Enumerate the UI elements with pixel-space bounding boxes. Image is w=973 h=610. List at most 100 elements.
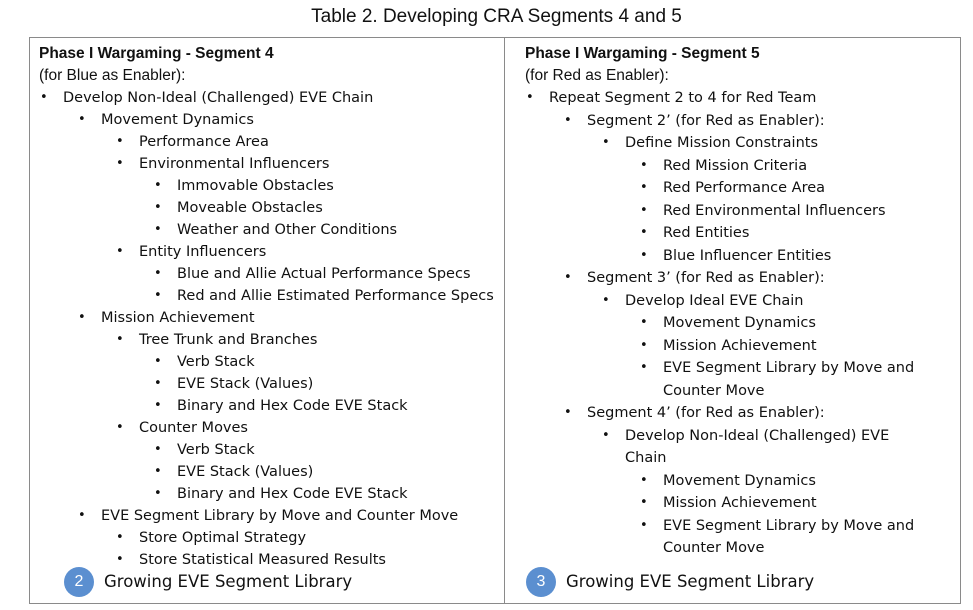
list-item-text: EVE Stack (Values): [177, 464, 314, 480]
list-item: •Develop Ideal EVE Chain: [525, 290, 960, 313]
list-item: •Mission Achievement: [525, 335, 960, 358]
list-item: •Red Entities: [525, 222, 960, 245]
bullet-icon: •: [640, 315, 648, 330]
bullet-icon: •: [640, 337, 648, 353]
bullet-icon: •: [564, 405, 572, 420]
list-item: •Entity Influencers: [39, 241, 504, 263]
list-item-text: Define Mission Constraints: [625, 135, 819, 151]
table-caption: Table 2. Developing CRA Segments 4 and 5: [311, 6, 682, 27]
list-item-text: Segment 2’ (for Red as Enabler):: [587, 112, 825, 129]
list-item-text: Segment 3’ (for Red as Enabler):: [587, 270, 825, 286]
list-item: • Binary and Hex Code EVE Stack: [39, 483, 504, 505]
list-item-text: Movement Dynamics: [101, 112, 254, 128]
bullet-icon: •: [564, 112, 572, 128]
list-item-text: Verb Stack: [177, 354, 255, 370]
bullet-icon: •: [154, 200, 162, 215]
bullet-icon: •: [154, 266, 162, 281]
list-item: •Blue Influencer Entities: [525, 245, 960, 268]
segments-table: Phase I Wargaming - Segment 4 (for Blue …: [29, 37, 961, 604]
list-item-text: Movement Dynamics: [663, 472, 816, 489]
list-item: • Verb Stack: [39, 439, 504, 461]
list-item: • Store Statistical Measured Results: [39, 549, 504, 571]
list-item-text: Performance Area: [139, 134, 269, 150]
list-item-text: Mission Achievement: [663, 495, 817, 511]
segment-4-footer: 2 Growing EVE Segment Library: [64, 567, 352, 597]
bullet-icon: •: [78, 310, 86, 325]
list-item-text: Movement Dynamics: [663, 315, 816, 331]
list-item: • Red Mission Criteria: [525, 155, 960, 178]
bullet-icon: •: [116, 244, 124, 259]
list-item: • Segment 4’ (for Red as Enabler):: [525, 402, 960, 425]
list-item-text: Environmental Influencers: [139, 156, 330, 172]
list-item: • Segment 3’ (for Red as Enabler):: [525, 267, 960, 290]
list-item: • Red Performance Area: [525, 177, 960, 200]
list-item-text: Binary and Hex Code EVE Stack: [177, 486, 408, 502]
list-item-text: Weather and Other Conditions: [177, 222, 398, 238]
bullet-icon: •: [640, 180, 648, 195]
bullet-icon: •: [154, 442, 162, 457]
bullet-icon: •: [154, 222, 162, 237]
bullet-icon: •: [116, 530, 124, 545]
step-number-badge: 2: [64, 567, 94, 597]
list-item-text: EVE Segment Library by Move and Counter …: [101, 508, 459, 524]
list-item-text: Red Mission Criteria: [663, 157, 808, 174]
list-item: • Movement Dynamics: [525, 470, 960, 493]
list-item-text: Binary and Hex Code EVE Stack: [177, 398, 408, 414]
list-item: •Tree Trunk and Branches: [39, 329, 504, 351]
bullet-icon: •: [640, 247, 648, 263]
bullet-icon: •: [116, 552, 124, 567]
list-item: •EVE Stack (Values): [39, 461, 504, 483]
bullet-icon: •: [154, 486, 162, 501]
bullet-icon: •: [116, 420, 124, 435]
list-item-text: Store Statistical Measured Results: [139, 552, 386, 568]
bullet-icon: •: [640, 225, 648, 240]
list-item: • EVE Segment Library by Move and Counter…: [525, 357, 960, 402]
list-item-text: EVE Segment Library by Move and Counter …: [663, 517, 915, 557]
bullet-icon: •: [78, 112, 86, 127]
segment-4-list: • Develop Non-Ideal (Challenged) EVE Chai…: [39, 87, 504, 571]
list-item-text: Repeat Segment 2 to 4 for Red Team: [549, 90, 817, 106]
list-item-text: Segment 4’ (for Red as Enabler):: [587, 405, 825, 421]
list-item-text: Moveable Obstacles: [177, 200, 323, 216]
list-item-text: Red Performance Area: [663, 180, 826, 196]
step-number-badge: 3: [526, 567, 556, 597]
segment-5-column: Phase I Wargaming - Segment 5 (for Red a…: [505, 38, 960, 603]
bullet-icon: •: [640, 360, 648, 375]
list-item-text: Store Optimal Strategy: [139, 530, 307, 546]
list-item-text: Mission Achievement: [101, 310, 255, 326]
bullet-icon: •: [602, 292, 610, 308]
bullet-icon: •: [640, 157, 648, 173]
bullet-icon: •: [564, 270, 572, 285]
list-item-text: Verb Stack: [177, 442, 255, 458]
bullet-icon: •: [154, 288, 162, 303]
segment-5-heading: Phase I Wargaming - Segment 5: [525, 45, 760, 62]
list-item-text: Red and Allie Estimated Performance Spec…: [177, 288, 494, 304]
list-item: • Movement Dynamics: [39, 109, 504, 131]
bullet-icon: •: [116, 156, 124, 171]
list-item: • Mission Achievement: [39, 307, 504, 329]
bullet-icon: •: [116, 332, 124, 347]
list-item: • Red and Allie Estimated Performance Spe…: [39, 285, 504, 307]
list-item: • Performance Area: [39, 131, 504, 153]
list-item: • Store Optimal Strategy: [39, 527, 504, 549]
list-item-text: Immovable Obstacles: [177, 178, 334, 194]
list-item: •Verb Stack: [39, 351, 504, 373]
bullet-icon: •: [154, 398, 162, 413]
bullet-icon: •: [602, 135, 610, 150]
bullet-icon: •: [526, 90, 534, 105]
list-item-text: EVE Segment Library by Move and Counter …: [663, 360, 915, 399]
bullet-icon: •: [640, 495, 648, 510]
bullet-icon: •: [78, 508, 86, 523]
list-item-text: EVE Stack (Values): [177, 376, 314, 392]
bullet-icon: •: [154, 376, 162, 391]
bullet-icon: •: [640, 472, 648, 488]
list-item-text: Develop Non-Ideal (Challenged) EVE Chain: [63, 90, 374, 106]
bullet-icon: •: [40, 90, 48, 105]
bullet-icon: •: [640, 202, 648, 218]
bullet-icon: •: [116, 134, 124, 149]
list-item: • Red Environmental Influencers: [525, 200, 960, 223]
list-item: • Movement Dynamics: [525, 312, 960, 335]
list-item-text: Red Environmental Influencers: [663, 202, 886, 219]
segment-4-column: Phase I Wargaming - Segment 4 (for Blue …: [30, 38, 505, 603]
list-item: • EVE Segment Library by Move and Counter…: [39, 505, 504, 527]
